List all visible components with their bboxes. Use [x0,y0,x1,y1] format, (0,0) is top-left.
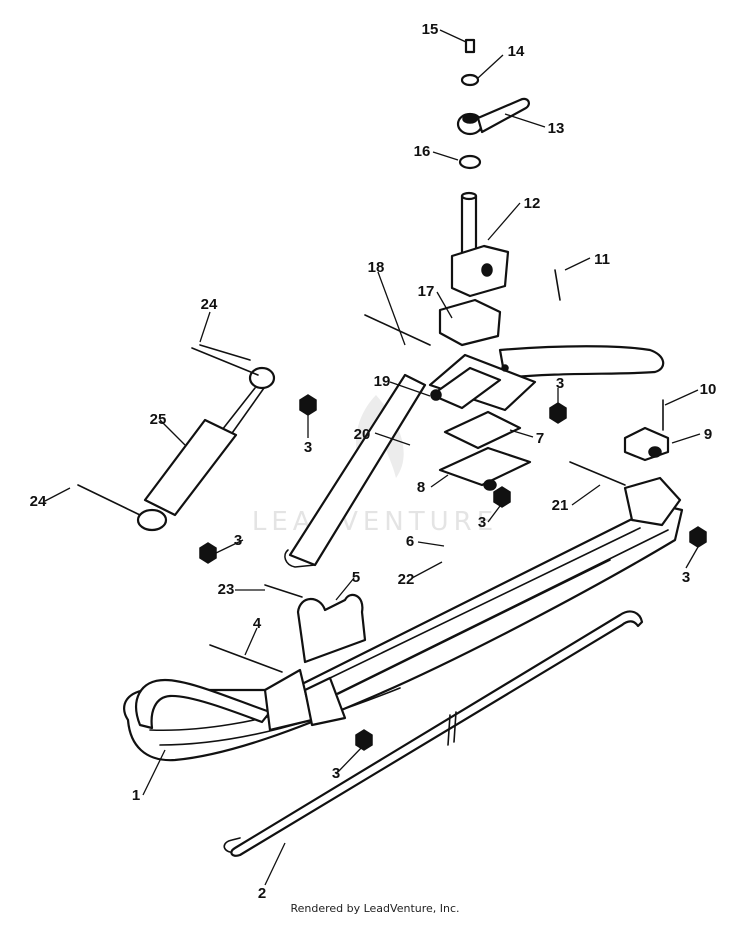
saddles [263,426,682,732]
callout-24-left: 24 [30,493,47,510]
callout-15: 13 [548,120,565,137]
callout-17: 15 [422,21,439,38]
callout-19: 17 [418,283,435,300]
callout-16: 14 [508,43,525,60]
callout-3-c: 3 [478,514,486,531]
callout-21: 19 [374,373,391,390]
callout-8: 8 [417,479,425,496]
spindle-assembly [428,191,537,491]
callout-23: 23 [218,581,235,598]
watermark: LEADVENTURE [252,395,498,537]
callout-5: 5 [352,569,360,586]
callout-3-b: 3 [304,439,312,456]
callout-11: 9 [704,426,712,443]
bolts [199,269,664,673]
callout-1: 1 [132,787,140,804]
callout-10: 21 [552,497,569,514]
callout-20: 18 [368,259,385,276]
callout-4: 4 [253,615,262,632]
callout-18: 16 [414,143,431,160]
shock-absorber [77,347,276,532]
spring-leaf [284,345,665,568]
callout-12: 10 [700,381,717,398]
callout-3-f: 3 [332,765,340,782]
watermark-text: LEADVENTURE [252,507,498,537]
nuts [199,394,707,751]
wear-bar [223,610,644,857]
callout-6: 22 [398,571,415,588]
callout-9: 7 [536,430,544,447]
callout-25: 25 [150,411,167,428]
callouts: 15 14 13 16 12 11 18 17 24 19 3 10 25 20… [30,21,717,902]
callout-22: 20 [354,426,371,443]
callout-13: 11 [594,251,610,268]
callout-3-a: 3 [556,375,564,392]
leader-lines [44,29,701,886]
callout-2: 2 [258,885,266,902]
callout-3-d: 3 [234,532,242,549]
callout-7: 6 [406,533,414,550]
callout-3-e: 3 [682,569,690,586]
footer-credit: Rendered by LeadVenture, Inc. [290,902,460,915]
callout-14: 12 [524,195,541,212]
spindle-arm [456,38,530,170]
callout-24-top: 24 [201,296,218,313]
